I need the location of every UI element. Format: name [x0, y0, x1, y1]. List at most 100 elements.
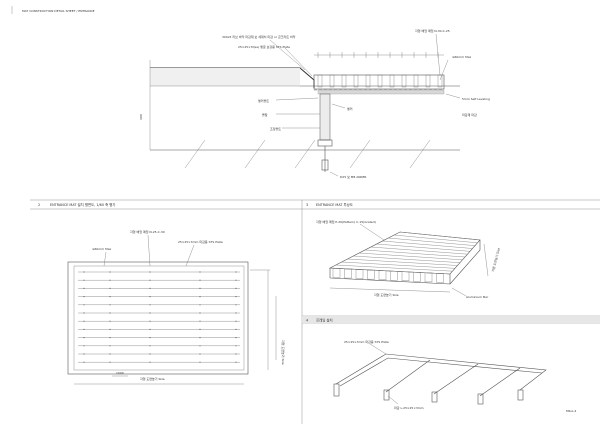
plan-bolt-dot [83, 304, 85, 306]
label-left-1: 앵커볼트 [258, 98, 269, 103]
s4-label-bottom: 마감 L-25×25×3mm [394, 405, 424, 410]
iso-slat-line [353, 255, 461, 263]
plan-bolt-dot [109, 328, 111, 330]
s3-label-bottom: 각형 도면높기 Size [374, 292, 399, 297]
leader-5 [445, 93, 461, 99]
plan-bolt-dot [235, 328, 237, 330]
section-4-number: 4 [306, 319, 308, 323]
section-2-title: ENTRANCE MAT 설치 평면도, 1/60 축 평가 [50, 202, 116, 207]
plan-bolt-dot [109, 271, 111, 273]
leader-6 [275, 97, 319, 101]
s3-leader-1 [359, 223, 385, 241]
plan-bolt-dot [235, 304, 237, 306]
plan-bolt-dot [199, 337, 201, 339]
section-3-number: 3 [306, 203, 308, 207]
support-post [319, 93, 331, 141]
iso-front-cell [355, 269, 364, 279]
plan-bolt-dot [235, 320, 237, 322]
frame-leg-3 [431, 391, 438, 403]
frame-leg-4 [477, 393, 484, 405]
label-left-3: 조정볼트 [270, 126, 281, 131]
section-4-frame: 4 프레임 설치 25×25×3mm 마감용 STS Plate 마감 L-25… [306, 318, 547, 410]
plan-bolt-dot [109, 304, 111, 306]
plan-bolt-dot [199, 345, 201, 347]
iso-slat-line [347, 258, 458, 266]
label-mid-right: 5mm Self Leveling [462, 97, 490, 101]
plan-bolt-dot [83, 287, 85, 289]
plan-bolt-dot [149, 328, 151, 330]
plan-bolt-dot [199, 271, 201, 273]
plan-bolt-dot [199, 361, 201, 363]
plan-bolt-dot [83, 361, 85, 363]
plan-bolt-dot [149, 353, 151, 355]
iso-slat-line [376, 243, 471, 252]
frame-outer [335, 353, 547, 391]
plan-bolt-dot [109, 312, 111, 314]
floor-slab-fill [150, 68, 300, 86]
iso-slat-line [335, 264, 453, 272]
leader-9 [331, 103, 346, 109]
plan-bolt-dot [235, 353, 237, 355]
s2-dim-bottom-label: 각형 도면높기 Size [140, 376, 165, 381]
plan-bolt-dot [83, 312, 85, 314]
section-2-number: 2 [38, 203, 40, 207]
iso-bottom [329, 277, 451, 285]
iso-slat-line [364, 249, 466, 258]
label-bottom: D25 보 M8 ANKER [340, 175, 367, 179]
plan-bolt-dot [199, 279, 201, 281]
plan-bolt-dot [199, 353, 201, 355]
plan-bolt-dot [83, 271, 85, 273]
support-base [317, 139, 333, 147]
iso-front-cell [332, 268, 341, 278]
iso-slat-line [370, 246, 468, 255]
note-top-1: 300x5 리브 바닥 마감재 보 세워치 마감 or 콘크리트 바닥 [222, 34, 296, 39]
section-3-isometric: 3 ENTRANCE MAT 투상도 각형 배럴 매입 P-20(Pattern… [306, 202, 501, 299]
plan-bolt-dot [83, 337, 85, 339]
leveling-layer [317, 89, 445, 95]
plan-bolt-dot [199, 287, 201, 289]
plan-bolt-dot [235, 345, 237, 347]
leader-1 [269, 39, 306, 71]
frame-leg-1 [333, 383, 340, 397]
plan-bolt-dot [109, 345, 111, 347]
frame-leg-2 [383, 389, 390, 401]
plan-inner-frame [73, 265, 245, 371]
iso-front-cell [424, 272, 433, 283]
plan-bolt-dot [199, 304, 201, 306]
plan-bolt-dot [199, 312, 201, 314]
plan-bolt-dot [199, 328, 201, 330]
plan-bolt-dot [235, 296, 237, 298]
leader-2 [284, 47, 313, 77]
frame-rail-1 [385, 359, 431, 393]
label-left-2: 몰탈 [262, 112, 268, 117]
plan-bolt-dot [149, 320, 151, 322]
plan-bolt-dot [235, 337, 237, 339]
plan-bolt-dot [83, 320, 85, 322]
plan-bolt-dot [149, 304, 151, 306]
s2-label-top: 각형 배럴 매입 N-25-C-30 [130, 229, 165, 234]
plan-bolt-dot [109, 320, 111, 322]
plan-bolt-dot [83, 328, 85, 330]
s2-leader-3 [103, 251, 107, 267]
plan-bolt-dot [235, 279, 237, 281]
plan-bolt-dot [83, 296, 85, 298]
frame-leg-5 [517, 389, 524, 401]
plan-bolt-dot [109, 353, 111, 355]
plan-bolt-dot [149, 312, 151, 314]
iso-slat-line [382, 240, 473, 249]
header-text: MAT CONSTRUCTION DETAIL SHEET / ENTRANCE [22, 9, 95, 13]
iso-dim-bottom [329, 287, 451, 293]
plan-bolt-dot [149, 345, 151, 347]
s2-label-top-2: 25×25×3mm 마감용 STS Plate [178, 239, 223, 244]
top-section-detail: 300x5 리브 바닥 마감재 보 세워치 마감 or 콘크리트 바닥 25×2… [139, 28, 490, 179]
iso-slat-line [341, 261, 456, 269]
iso-front-profile [332, 268, 444, 283]
mat-bars [317, 74, 443, 88]
plan-bolt-dot [149, 296, 151, 298]
anchor-sleeve [321, 159, 329, 171]
section-4-title-band [302, 316, 600, 323]
section-2-plan: 2 ENTRANCE MAT 설치 평면도, 1/60 축 평가 각형 배럴 매… [38, 202, 286, 385]
s3-label-right-2: Aluminium Bar [466, 295, 489, 299]
plan-bolt-dot [149, 361, 151, 363]
